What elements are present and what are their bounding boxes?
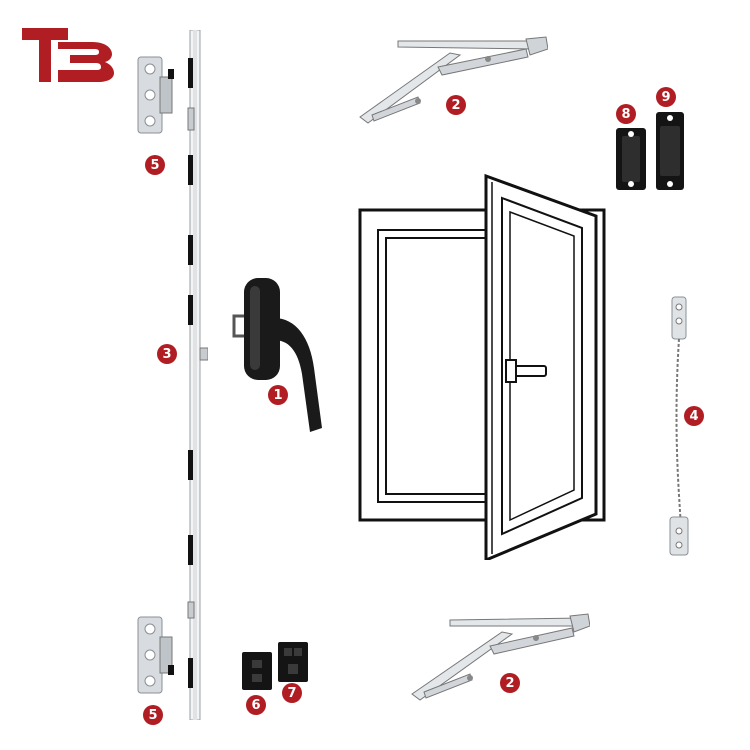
part-number-badge: 5 xyxy=(143,705,163,725)
part-number-badge: 7 xyxy=(282,683,302,703)
wedge-keep-icon xyxy=(616,128,646,190)
part-number-badge: 6 xyxy=(246,695,266,715)
espagnolette-icon xyxy=(187,30,208,720)
packer-icon xyxy=(278,642,308,682)
keep-plate-icon xyxy=(137,616,174,694)
window-handle-icon xyxy=(232,278,322,432)
wedge-keep-icon xyxy=(656,112,684,190)
part-number-badge: 5 xyxy=(145,155,165,175)
friction-stay-icon xyxy=(359,36,548,124)
cable-restrictor-icon xyxy=(669,296,689,556)
keep-plate-icon xyxy=(137,56,174,134)
part-number-badge: 3 xyxy=(157,344,177,364)
friction-stay-icon xyxy=(411,613,590,701)
part-number-badge: 2 xyxy=(500,673,520,693)
part-number-badge: 4 xyxy=(684,406,704,426)
packer-icon xyxy=(242,652,272,690)
brand-logo xyxy=(22,28,114,82)
part-number-badge: 8 xyxy=(616,104,636,124)
part-number-badge: 9 xyxy=(656,87,676,107)
part-number-badge: 2 xyxy=(446,95,466,115)
part-number-badge: 1 xyxy=(268,385,288,405)
casement-window-illustration xyxy=(358,173,606,560)
